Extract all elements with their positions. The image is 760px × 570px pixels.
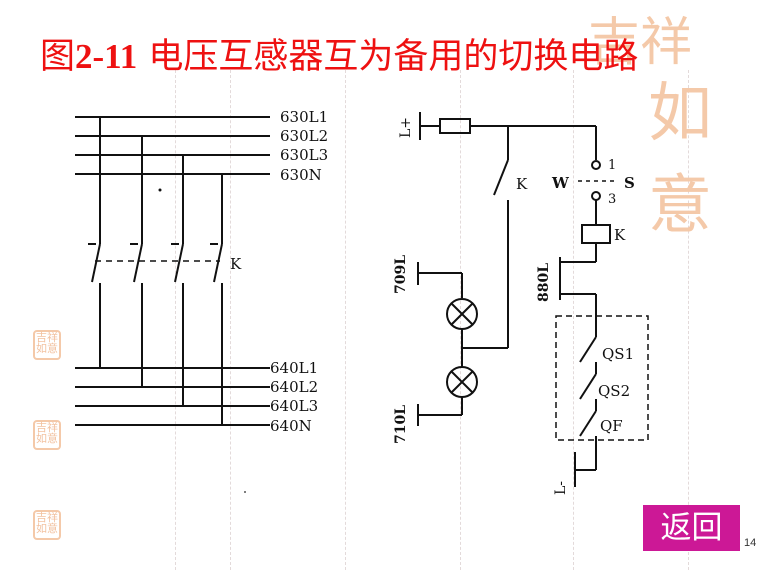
page-number: 14 (744, 537, 757, 549)
label-switch-k: K (230, 255, 242, 273)
background-dash-line (230, 70, 231, 570)
label-640n: 640N (270, 417, 312, 435)
label-630l3: 630L3 (280, 146, 328, 164)
label-880l: 880L (536, 263, 552, 302)
background-dash-line (688, 70, 689, 570)
watermark-calligraphy: 吉祥 (588, 13, 693, 73)
label-l-plus: L+ (398, 117, 414, 138)
label-selector-w: W (551, 174, 570, 192)
background-dash-line (175, 70, 176, 570)
back-button[interactable]: 返回 (643, 505, 740, 551)
watermark-calligraphy: 如意 (648, 77, 712, 243)
dot (244, 491, 246, 493)
background-dash-line (460, 70, 461, 570)
label-selector-s: S (624, 174, 635, 192)
label-qs1: QS1 (602, 345, 634, 363)
label-640l2: 640L2 (270, 378, 318, 396)
label-630l2: 630L2 (280, 127, 328, 145)
label-l-minus: L- (553, 481, 569, 495)
label-selector-1: 1 (608, 158, 616, 173)
label-640l1: 640L1 (270, 359, 318, 377)
label-relay-coil-k: K (614, 226, 626, 244)
seal-stamp-icon: 吉祥如意 (33, 330, 61, 360)
label-640l3: 640L3 (270, 397, 318, 415)
seal-stamp-icon: 吉祥如意 (33, 510, 61, 540)
slide-title: 图2-11 电压互感器互为备用的切换电路 (40, 37, 639, 77)
label-709l: 709L (393, 255, 409, 294)
label-qs2: QS2 (598, 382, 630, 400)
label-710l: 710L (393, 405, 409, 444)
label-630n: 630N (280, 166, 322, 184)
seal-stamp-icon: 吉祥如意 (33, 420, 61, 450)
label-qf: QF (600, 417, 623, 435)
label-selector-3: 3 (608, 192, 616, 207)
background-dash-line (345, 70, 346, 570)
background-dash-line (573, 70, 574, 570)
label-relay-contact-k: K (516, 175, 528, 193)
dot (158, 188, 162, 192)
label-630l1: 630L1 (280, 108, 328, 126)
